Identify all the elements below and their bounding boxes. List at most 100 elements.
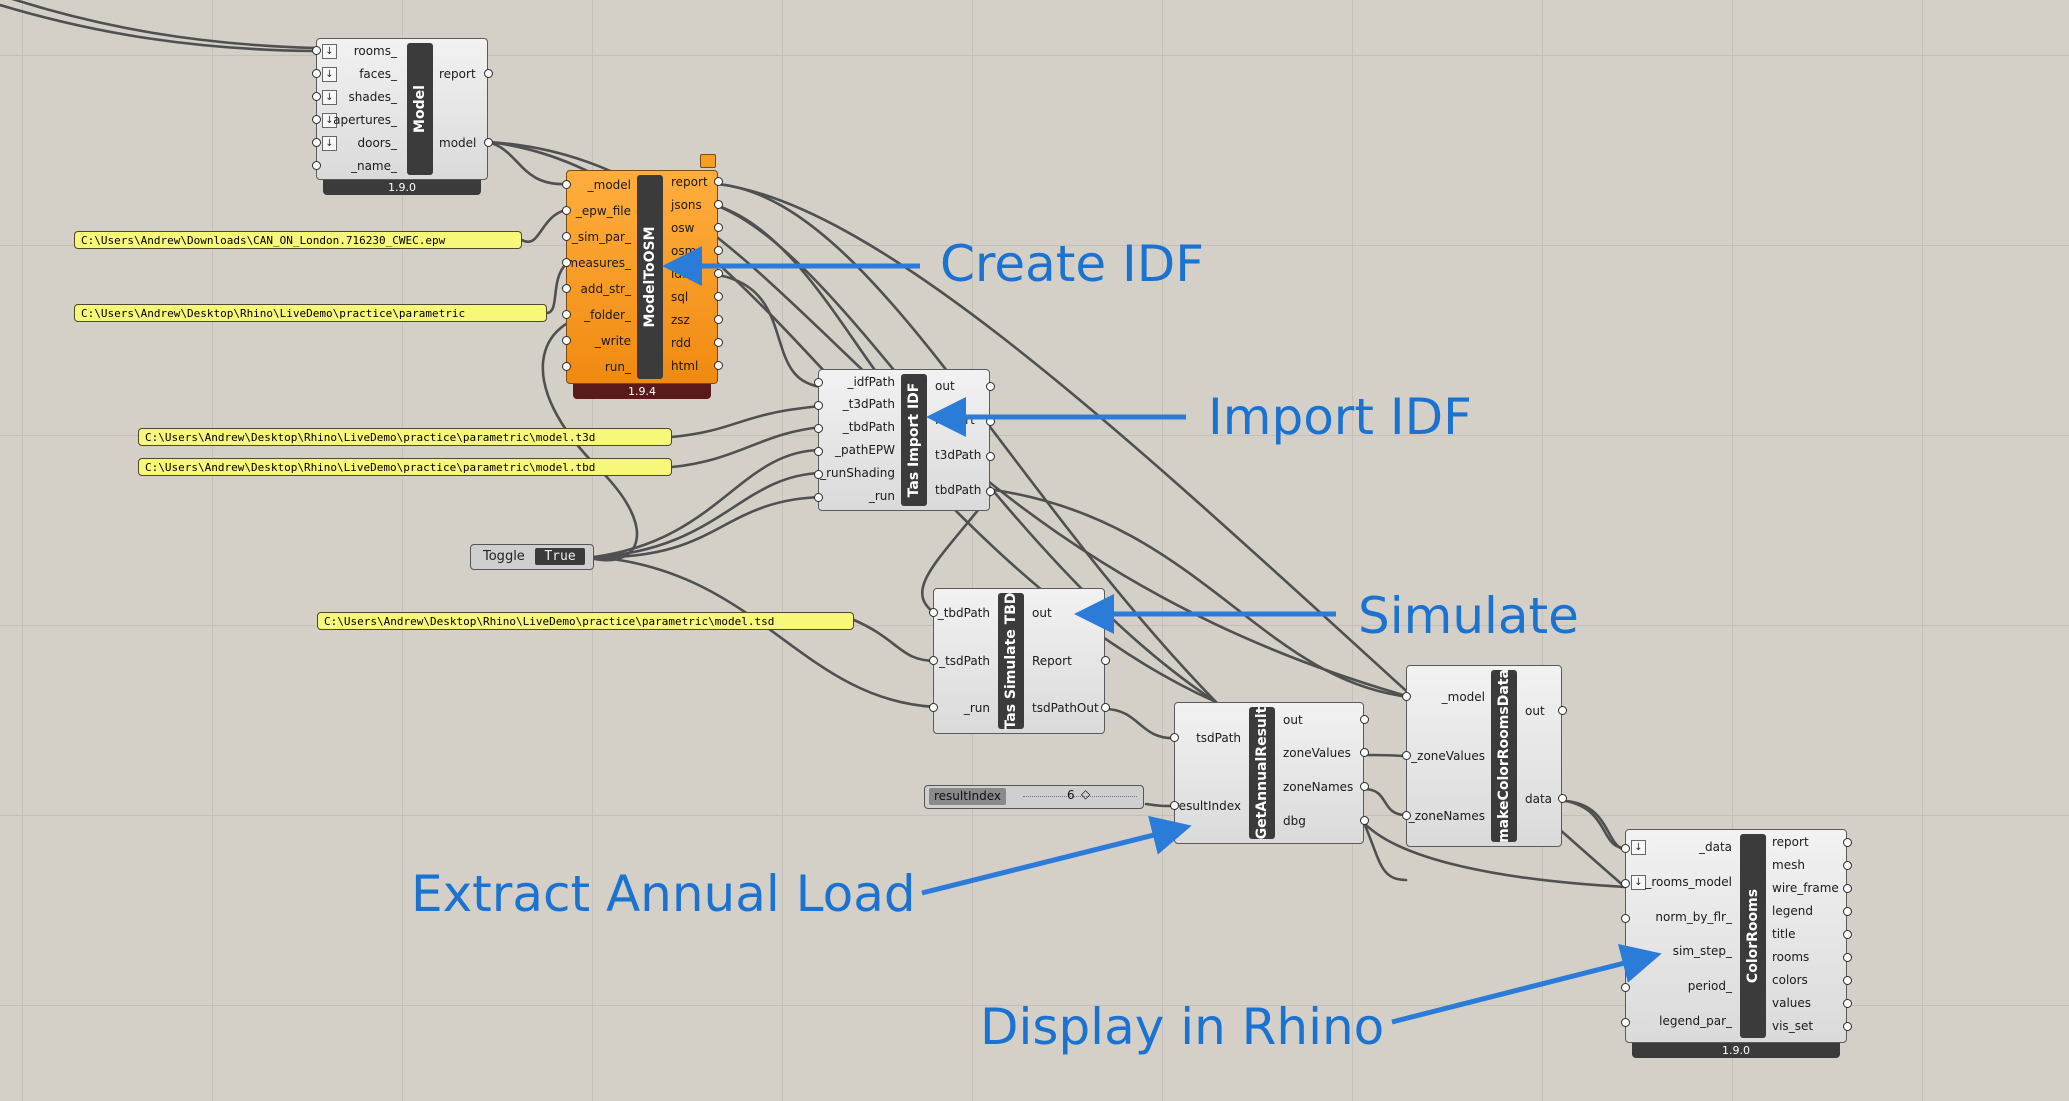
pin-dot[interactable] (1360, 816, 1369, 825)
warning-icon[interactable] (700, 154, 716, 168)
output-rdd[interactable]: rdd (671, 336, 691, 350)
pin-dot[interactable] (312, 69, 321, 78)
pin-dot[interactable] (1360, 748, 1369, 757)
pin-dot[interactable] (1101, 656, 1110, 665)
output-t3dpath[interactable]: t3dPath (935, 448, 982, 462)
graft-icon[interactable]: ↓ (1631, 875, 1646, 890)
pin-dot[interactable] (714, 200, 723, 209)
pin-dot[interactable] (1843, 907, 1852, 916)
output-out[interactable]: out (1525, 704, 1545, 718)
pin-dot[interactable] (714, 292, 723, 301)
pin-dot[interactable] (562, 206, 571, 215)
pin-dot[interactable] (986, 382, 995, 391)
pin-dot[interactable] (929, 703, 938, 712)
pin-dot[interactable] (562, 258, 571, 267)
input-period[interactable]: period_ (1687, 979, 1732, 993)
output-report[interactable]: Report (1032, 654, 1072, 668)
pin-dot[interactable] (714, 246, 723, 255)
input-apertures[interactable]: apertures_ (333, 113, 397, 127)
input-data[interactable]: _data (1698, 840, 1732, 854)
pin-dot[interactable] (1843, 930, 1852, 939)
input-tbdpath[interactable]: _tbdPath (842, 420, 895, 434)
graft-icon[interactable]: ↓ (322, 67, 337, 82)
input-runshading[interactable]: _runShading (820, 466, 895, 480)
input-sim-par[interactable]: _sim_par_ (571, 230, 631, 244)
output-zonevalues[interactable]: zoneValues (1283, 746, 1351, 760)
output-tbdpath[interactable]: tbdPath (935, 483, 982, 497)
input-tbdpath[interactable]: _tbdPath (937, 606, 990, 620)
input-folder[interactable]: _folder_ (584, 308, 631, 322)
output-report[interactable]: report (1772, 835, 1809, 849)
pin-dot[interactable] (714, 177, 723, 186)
pin-dot[interactable] (562, 310, 571, 319)
input-name[interactable]: _name_ (350, 159, 397, 173)
pin-dot[interactable] (1843, 976, 1852, 985)
output-sql[interactable]: sql (671, 290, 689, 304)
input-tsdpath[interactable]: _tsdPath (939, 654, 990, 668)
slider-grip-icon[interactable]: ◇ (1081, 787, 1091, 801)
pin-dot[interactable] (1170, 801, 1179, 810)
pin-dot[interactable] (562, 362, 571, 371)
pin-dot[interactable] (714, 315, 723, 324)
input-run[interactable]: _run (963, 701, 990, 715)
input-run[interactable]: _run (868, 489, 895, 503)
input-faces[interactable]: faces_ (359, 67, 397, 81)
pin-dot[interactable] (1621, 983, 1630, 992)
output-report[interactable]: report (439, 67, 476, 81)
pin-dot[interactable] (312, 46, 321, 55)
input-rooms-model[interactable]: _rooms_model (1645, 875, 1732, 889)
pin-dot[interactable] (562, 284, 571, 293)
pin-dot[interactable] (1843, 884, 1852, 893)
pin-dot[interactable] (1360, 782, 1369, 791)
get-annual-result-component[interactable]: GetAnnualResult tsdPath resultIndex out … (1174, 702, 1364, 844)
output-dbg[interactable]: dbg (1283, 814, 1306, 828)
pin-dot[interactable] (1843, 838, 1852, 847)
pin-dot[interactable] (814, 493, 823, 502)
pin-dot[interactable] (929, 656, 938, 665)
output-jsons[interactable]: jsons (671, 198, 702, 212)
pin-dot[interactable] (1101, 703, 1110, 712)
output-wire-frame[interactable]: wire_frame (1772, 881, 1839, 895)
tbd-path-panel[interactable]: C:\Users\Andrew\Desktop\Rhino\LiveDemo\p… (138, 458, 672, 476)
pin-dot[interactable] (986, 487, 995, 496)
input-resultindex[interactable]: resultIndex (1174, 799, 1241, 813)
output-tsdpathout[interactable]: tsdPathOut (1032, 701, 1099, 715)
graft-icon[interactable]: ↓ (322, 113, 337, 128)
input-idfpath[interactable]: _idfPath (847, 375, 895, 389)
pin-dot[interactable] (1170, 733, 1179, 742)
input-run[interactable]: run_ (604, 360, 631, 374)
pin-dot[interactable] (714, 269, 723, 278)
output-colors[interactable]: colors (1772, 973, 1808, 987)
result-index-slider[interactable]: resultIndex 6 ◇ (924, 785, 1144, 809)
output-mesh[interactable]: mesh (1772, 858, 1805, 872)
pin-dot[interactable] (714, 338, 723, 347)
pin-dot[interactable] (312, 161, 321, 170)
pin-dot[interactable] (1843, 1022, 1852, 1031)
output-zonenames[interactable]: zoneNames (1283, 780, 1354, 794)
pin-dot[interactable] (1843, 999, 1852, 1008)
t3d-path-panel[interactable]: C:\Users\Andrew\Desktop\Rhino\LiveDemo\p… (138, 428, 672, 446)
pin-dot[interactable] (814, 424, 823, 433)
input-zonevalues[interactable]: _zoneValues (1411, 749, 1485, 763)
pin-dot[interactable] (714, 223, 723, 232)
boolean-toggle[interactable]: Toggle True (470, 544, 594, 570)
model-component[interactable]: Model ↓ ↓ ↓ ↓ ↓ rooms_ faces_ shades_ ap… (316, 38, 488, 180)
pin-dot[interactable] (1843, 861, 1852, 870)
toggle-value[interactable]: True (535, 548, 585, 565)
output-title[interactable]: title (1772, 927, 1796, 941)
pin-dot[interactable] (312, 115, 321, 124)
output-html[interactable]: html (671, 359, 699, 373)
input-add-str[interactable]: add_str_ (580, 282, 631, 296)
pin-dot[interactable] (814, 447, 823, 456)
pin-dot[interactable] (484, 69, 493, 78)
input-rooms[interactable]: rooms_ (353, 44, 397, 58)
pin-dot[interactable] (1621, 914, 1630, 923)
output-zsz[interactable]: zsz (671, 313, 690, 327)
pin-dot[interactable] (1621, 1018, 1630, 1027)
input-measures[interactable]: measures_ (566, 256, 631, 270)
pin-dot[interactable] (1402, 751, 1411, 760)
pin-dot[interactable] (312, 92, 321, 101)
pin-dot[interactable] (1402, 692, 1411, 701)
pin-dot[interactable] (1360, 715, 1369, 724)
pin-dot[interactable] (1621, 844, 1630, 853)
